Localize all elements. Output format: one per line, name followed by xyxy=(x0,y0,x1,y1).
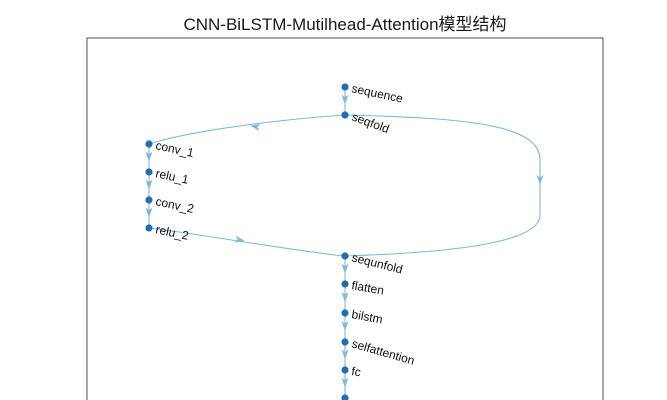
node-selfattention[interactable] xyxy=(341,338,349,346)
figure-title: CNN-BiLSTM-Mutilhead-Attention模型结构 xyxy=(183,15,506,34)
node-sequence[interactable] xyxy=(341,83,349,91)
edge-relu_2-to-sequnfold xyxy=(148,227,346,257)
edges-layer xyxy=(145,87,544,398)
edge-seqfold-to-sequnfold xyxy=(344,114,541,257)
node-label-bilstm: bilstm xyxy=(350,307,383,326)
node-seqfold[interactable] xyxy=(341,111,349,119)
node-sequnfold[interactable] xyxy=(341,252,349,260)
node-relu_1[interactable] xyxy=(145,168,153,176)
node-relu_2[interactable] xyxy=(145,224,153,232)
node-label-relu_2: relu_2 xyxy=(154,222,190,243)
edge-seqfold-to-conv_1 xyxy=(148,114,346,145)
node-label-flatten: flatten xyxy=(350,278,385,297)
node-conv_2[interactable] xyxy=(145,196,153,204)
node-flatten[interactable] xyxy=(341,280,349,288)
node-bilstm[interactable] xyxy=(341,309,349,317)
node-label-relu_1: relu_1 xyxy=(154,166,190,187)
node-fc[interactable] xyxy=(341,366,349,374)
node-conv_1[interactable] xyxy=(145,140,153,148)
node-regression[interactable] xyxy=(341,394,349,400)
edge-arrow-1 xyxy=(250,123,261,131)
node-label-fc: fc xyxy=(351,364,362,379)
